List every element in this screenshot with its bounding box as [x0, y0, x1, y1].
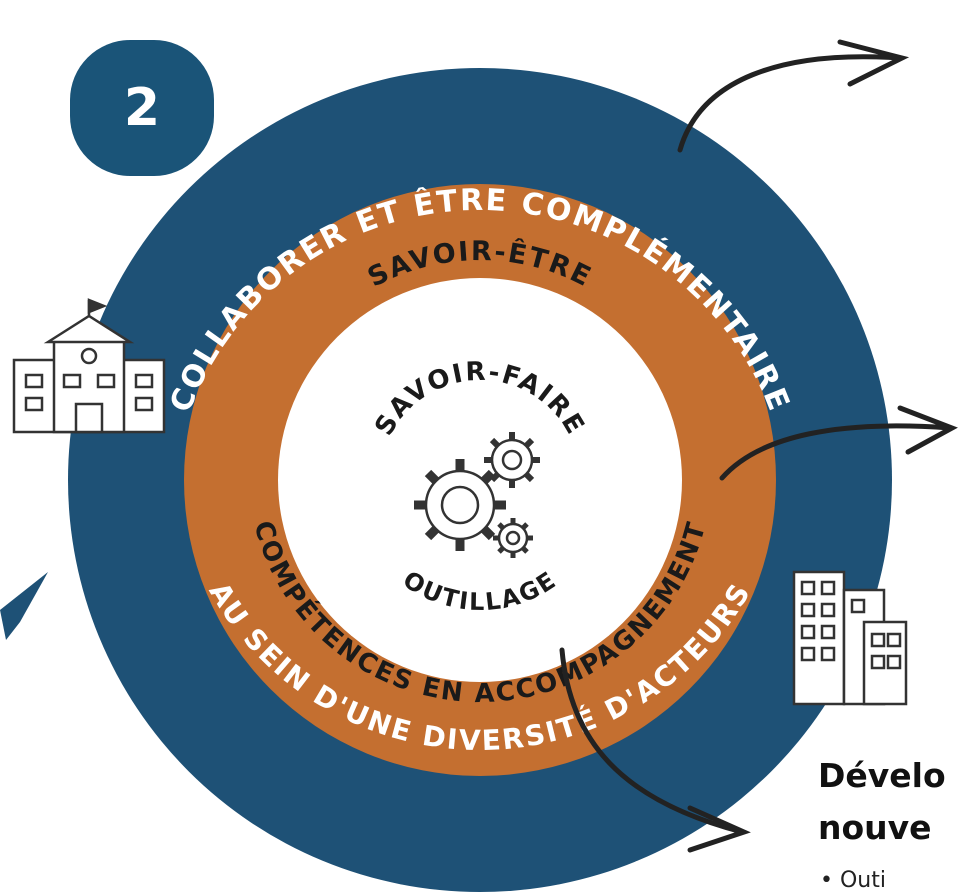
step-number-badge: 2 — [70, 40, 214, 176]
arrow-middle-right — [719, 405, 958, 481]
arrow-top-right — [677, 39, 910, 153]
inner-circle — [278, 278, 682, 682]
side-heading: Dévelo nouve — [818, 750, 946, 854]
side-heading-line1: Dévelo — [818, 756, 946, 795]
arrow-bottom — [559, 647, 751, 853]
side-list-item: • Outi — [820, 868, 886, 893]
step-number: 2 — [123, 78, 161, 138]
office-building-icon — [792, 570, 908, 706]
school-building-icon — [12, 298, 166, 434]
side-heading-line2: nouve — [818, 808, 932, 847]
gears-icon — [414, 432, 540, 558]
arrow-left-partial — [0, 572, 48, 640]
